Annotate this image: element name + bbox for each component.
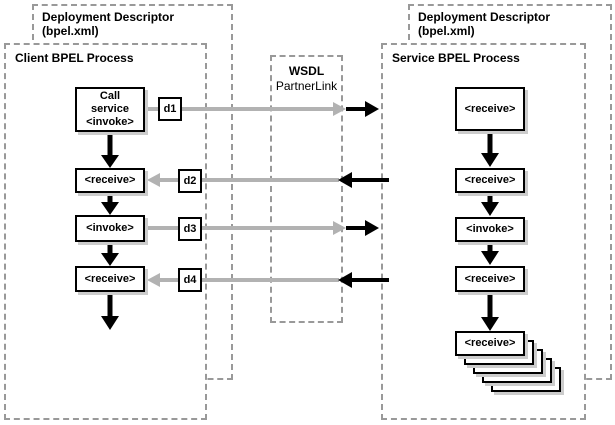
service-node-receive-stack-front: <receive> (455, 331, 525, 356)
message-label-d3: d3 (178, 217, 202, 241)
message-label-d2: d2 (178, 169, 202, 193)
client-node-call-service-invoke: Call service <invoke> (75, 87, 145, 132)
client-node-receive-1: <receive> (75, 168, 145, 193)
wsdl-title: WSDL (288, 64, 325, 78)
message-label-d4: d4 (178, 268, 202, 292)
service-node-invoke: <invoke> (455, 217, 525, 242)
client-deployment-descriptor-label: Deployment Descriptor (bpel.xml) (34, 6, 231, 38)
service-node-receive-2: <receive> (455, 168, 525, 193)
service-dd-subtitle: (bpel.xml) (418, 24, 475, 38)
client-node-receive-2: <receive> (75, 266, 145, 292)
client-dd-subtitle: (bpel.xml) (42, 24, 99, 38)
service-process-title: Service BPEL Process (392, 51, 520, 65)
message-label-d1: d1 (158, 97, 182, 121)
client-node-invoke: <invoke> (75, 215, 145, 242)
client-dd-title: Deployment Descriptor (42, 10, 175, 24)
wsdl-subtitle: PartnerLink (275, 79, 338, 93)
client-process-title: Client BPEL Process (15, 51, 134, 65)
service-node-receive-3: <receive> (455, 266, 525, 292)
wsdl-partnerlink-box: WSDL PartnerLink (270, 55, 343, 323)
service-dd-title: Deployment Descriptor (418, 10, 551, 24)
service-node-receive-1: <receive> (455, 87, 525, 131)
d1-black-arrowhead (365, 101, 379, 117)
service-deployment-descriptor-label: Deployment Descriptor (bpel.xml) (410, 6, 610, 38)
d3-black-arrowhead (365, 220, 379, 236)
